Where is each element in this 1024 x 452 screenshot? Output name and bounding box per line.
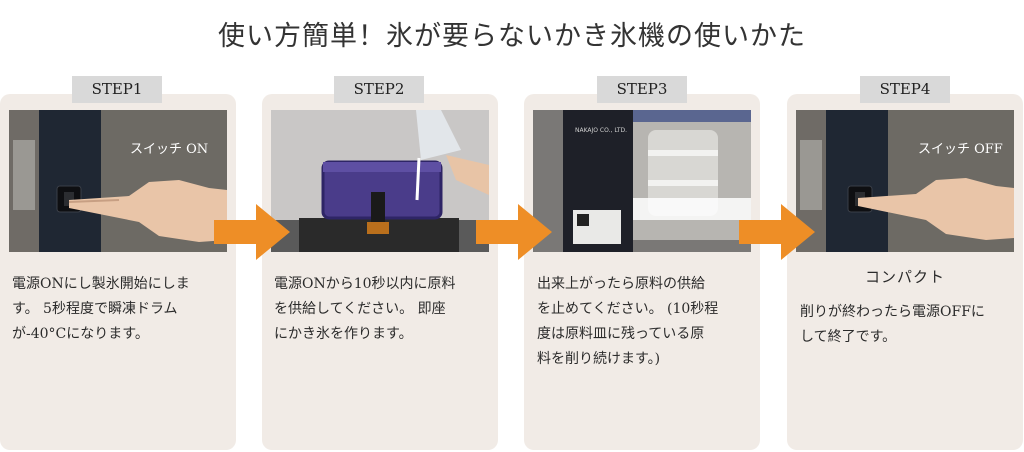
next-arrow-icon [476,204,552,260]
step4-photo-label: スイッチ OFF [918,142,1003,157]
step-tag-4: STEP4 [860,76,950,103]
step2-description: 電源ONから10秒以内に原料 を供給してください。 即座 にかき氷を作ります。 [274,276,456,342]
step1-photo [9,110,227,252]
page-title: 使い方簡単！氷が要らないかき氷機の使いかた [218,21,806,52]
next-arrow-icon [214,204,290,260]
step-tag-1: STEP1 [72,76,162,103]
svg-text:NAKAJO CO., LTD.: NAKAJO CO., LTD. [575,127,627,134]
step1-description: 電源ONにし製氷開始にしま す。 5秒程度で瞬凍ドラム が-40°Cになります。 [12,276,190,342]
next-arrow-icon [739,204,815,260]
step4-subtitle: コンパクト [864,268,945,286]
step-tag-2: STEP2 [334,76,424,103]
step4-photo [796,110,1014,252]
step4-description: 削りが終わったら電源OFFに して終了です。 [800,304,985,345]
step-tag-3: STEP3 [597,76,687,103]
step3-photo: NAKAJO CO., LTD. [533,110,751,252]
step3-description: 出来上がったら原料の供給 を止めてください。 (10秒程 度は原料皿に残っている… [537,276,719,367]
step2-photo [271,110,489,252]
step1-photo-label: スイッチ ON [130,142,209,157]
